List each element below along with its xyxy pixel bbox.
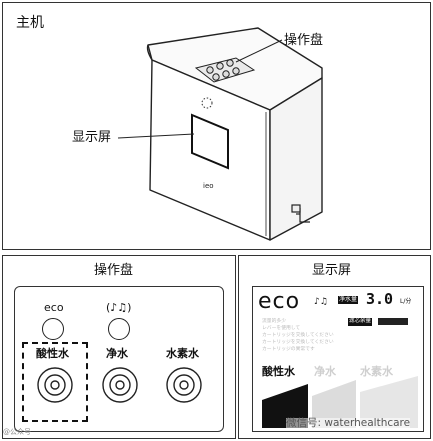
display-level-pure [312,380,356,428]
display-message-line: レバーを使用して [262,326,301,331]
display-flow-label: 净水量 [338,296,359,304]
display-level-acidic [262,384,308,428]
display-mode-hydrogen: 水素水 [360,365,393,378]
display-message-line: カートリッジを交換してください [262,340,334,345]
operation-panel-title: 操作盘 [94,263,134,278]
op-button-hydrogen [166,367,202,403]
top-operation-panel [194,57,256,83]
display-mode-pure: 净水 [314,365,336,378]
display-screen [252,286,424,432]
display-sound-icon: ♪♫ [314,297,328,307]
watermark-corner: @公众号 [3,428,31,436]
device-display-window [191,113,229,170]
display-flow-value: 3.0 [366,290,394,308]
op-button-label-acidic: 酸性水 [36,347,69,360]
display-filter-bar [378,318,408,325]
op-eco-label: eco [44,301,64,314]
hose-connector [291,204,310,223]
callout-line-display [117,133,195,139]
display-flow-unit: L/分 [400,298,412,305]
watermark-text: 微信号: waterhealthcare [286,417,411,429]
indicator-ring [201,97,213,109]
op-button-label-hydrogen: 水素水 [166,347,199,360]
op-button-acidic [37,367,73,403]
display-panel-title: 显示屏 [312,263,352,278]
display-mode-acidic: 酸性水 [262,365,295,378]
music-note-icon: (♪♫) [106,301,132,314]
display-filter-label: 滤芯余量 [348,318,373,326]
display-message-area: 流量的多少 レバーを使用して カートリッジを交換してください カートリッジを交換… [262,318,344,353]
display-message-line: 流量的多少 [262,319,286,324]
op-eco-button[interactable] [42,318,64,340]
operation-panel-face [14,286,224,432]
callout-operation-panel: 操作盘 [284,33,324,48]
callout-display: 显示屏 [72,130,112,145]
op-button-pure [102,367,138,403]
display-eco-label: eco [258,289,301,314]
op-sound-button[interactable] [108,318,130,340]
operation-panel-frame [2,255,236,439]
op-button-label-pure: 净水 [106,347,128,360]
display-level-hydrogen [360,376,418,428]
device-logo: ieo [203,182,214,190]
callout-line-operation-panel [235,39,283,63]
display-message-line: カートリッジを交換してください [262,333,334,338]
display-message-line: カートリッジの異常です [262,347,315,352]
acidic-highlight-box [22,342,88,422]
main-unit-title: 主机 [16,15,44,31]
